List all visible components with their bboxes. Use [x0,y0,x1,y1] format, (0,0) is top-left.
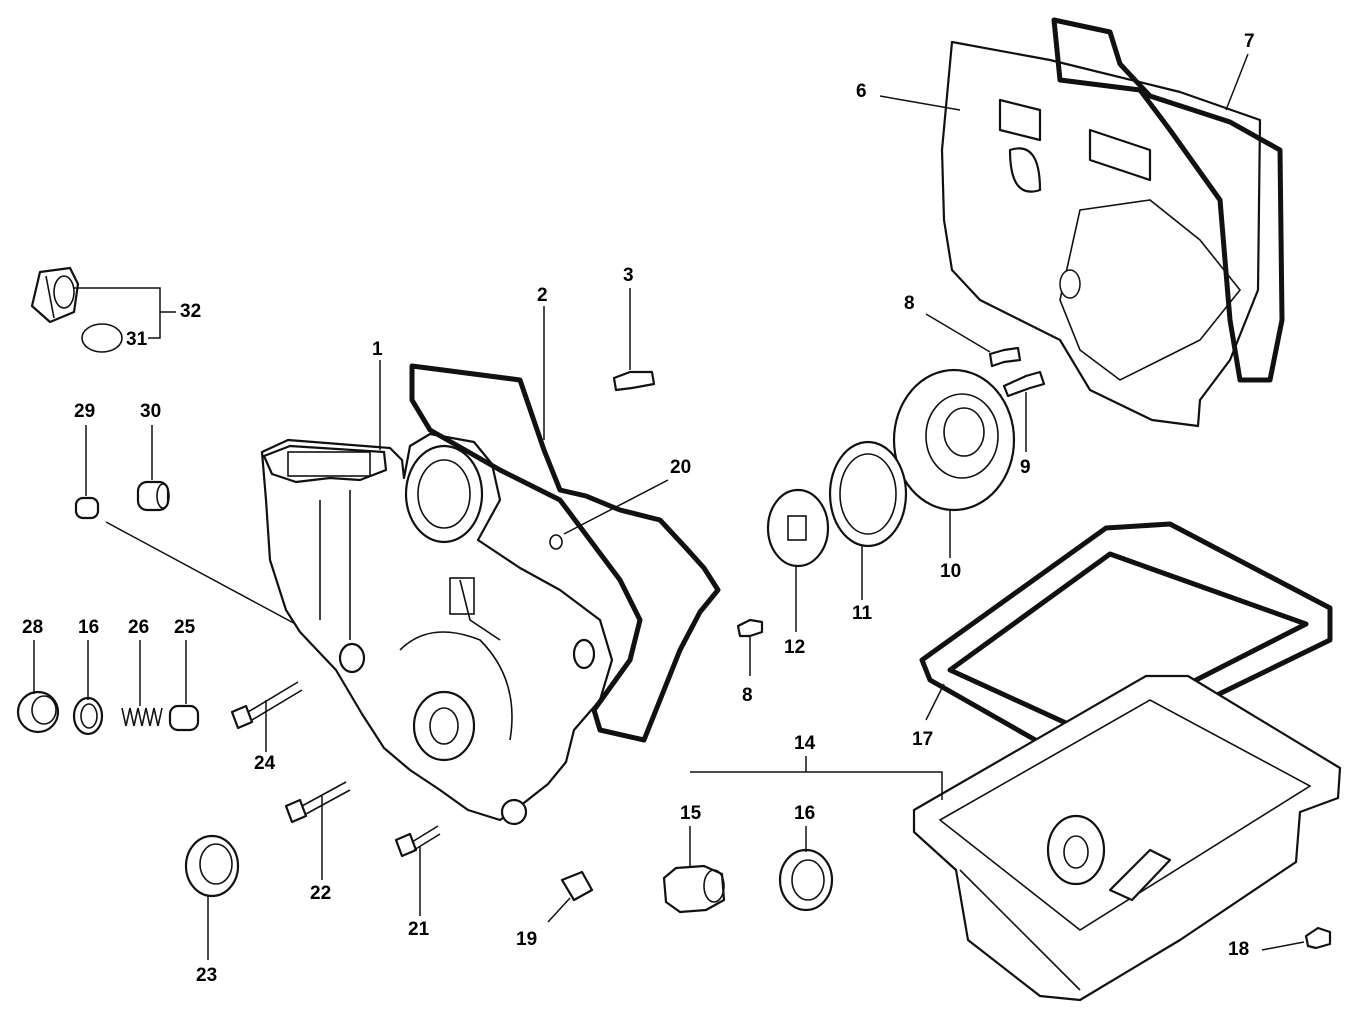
bolt-part-22 [284,781,351,824]
callout-11: 11 [852,603,873,624]
pump-cover-part [892,368,1016,512]
callout-18: 18 [1228,939,1250,960]
o-ring-part [81,323,123,353]
washer-part-16a [72,696,104,736]
leader-7 [1225,53,1249,111]
callout-23: 23 [196,965,218,986]
callout-9: 9 [1020,457,1031,478]
callout-17: 17 [912,729,934,750]
bracket-32 [74,287,161,339]
plate-gasket-part [1051,17,1285,383]
oil-seal-part-23 [184,834,240,898]
callout-15: 15 [680,803,702,824]
callout-3: 3 [623,265,634,286]
callout-7: 7 [1244,31,1255,52]
spring-part-26 [121,707,163,727]
callout-22: 22 [310,883,332,904]
oil-pan-gasket-part [919,521,1333,757]
leader-8a [925,313,991,353]
callout-32: 32 [180,301,202,322]
washer-part-16b [778,848,834,912]
callout-24: 24 [254,753,276,774]
callout-16-left: 16 [78,617,100,638]
gear-part-12 [766,488,830,568]
callout-28: 28 [22,617,44,638]
cover-gasket-part [409,363,721,743]
callout-31: 31 [126,329,148,350]
timing-cover-part [260,432,614,826]
bolt-part-21 [394,825,441,858]
leader-19 [547,897,571,923]
callout-14: 14 [794,733,816,754]
callout-16-right: 16 [794,803,816,824]
nut-part-19 [560,870,594,902]
filler-cap-part [30,266,80,324]
callout-25: 25 [174,617,196,638]
drain-plug-part [662,864,726,914]
leader-20 [563,479,669,535]
bolt-part-8a [988,346,1022,368]
leader-17 [925,683,945,721]
leader-6 [879,95,961,111]
bracket-14 [690,771,943,800]
callout-8-upper: 8 [904,293,915,314]
oil-pan-gasket-inner [947,551,1309,737]
bolt-part-24 [230,681,303,730]
callout-6: 6 [856,81,867,102]
callout-12: 12 [784,637,806,658]
bolt-part-9 [1002,370,1046,398]
bolt-part-18 [1304,926,1332,950]
callout-10: 10 [940,561,962,582]
rear-plate-part [940,40,1262,428]
callout-26: 26 [128,617,150,638]
bolt-part-3 [612,370,656,392]
leader-18 [1261,941,1305,951]
callout-2: 2 [537,285,548,306]
callout-20: 20 [670,457,692,478]
callout-8-lower: 8 [742,685,753,706]
bushing-part-30 [136,480,170,512]
callout-19: 19 [516,929,538,950]
plug-part-29 [74,496,100,520]
callout-21: 21 [408,919,430,940]
callout-1: 1 [372,339,383,360]
callout-29: 29 [74,401,96,422]
plunger-part-25 [168,704,200,732]
ring-gear-part [828,440,908,548]
oil-pan-part [912,674,1342,1002]
callout-30: 30 [140,401,162,422]
bolt-part-8b [736,618,764,638]
o-ring-part-20 [549,534,563,550]
cap-part-28 [16,690,60,734]
